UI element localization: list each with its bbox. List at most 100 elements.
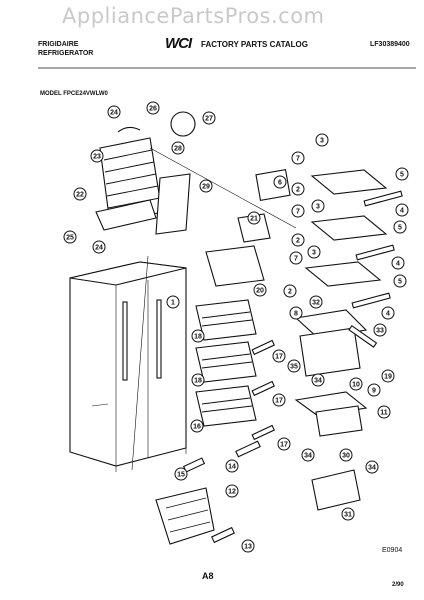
callout-c22: 22 <box>73 187 87 201</box>
callout-c17a: 17 <box>272 349 286 363</box>
brand-block: FRIGIDAIRE REFRIGERATOR <box>38 40 93 58</box>
svg-text:14: 14 <box>228 464 236 471</box>
svg-text:3: 3 <box>316 204 320 211</box>
freezer-baskets <box>155 213 275 545</box>
callout-c29: 29 <box>199 179 213 193</box>
callout-c3c: 3 <box>307 245 321 259</box>
figure-code: E0904 <box>382 547 403 554</box>
svg-text:3: 3 <box>320 138 324 145</box>
callout-c35: 35 <box>287 359 301 373</box>
svg-text:17: 17 <box>275 398 283 405</box>
callout-c16: 16 <box>190 419 204 433</box>
callout-c28: 28 <box>171 141 185 155</box>
callout-c15: 15 <box>174 467 188 481</box>
svg-text:30: 30 <box>342 453 350 460</box>
svg-text:3: 3 <box>312 250 316 257</box>
svg-text:9: 9 <box>372 388 376 395</box>
callout-c2c: 2 <box>283 284 297 298</box>
svg-text:22: 22 <box>76 192 84 199</box>
callout-c3b: 3 <box>311 199 325 213</box>
svg-text:8: 8 <box>294 311 298 318</box>
svg-text:26: 26 <box>149 106 157 113</box>
svg-text:4: 4 <box>386 311 390 318</box>
door-rack-assembly <box>95 111 297 471</box>
svg-text:13: 13 <box>244 544 252 551</box>
date-code: 2/90 <box>392 582 404 588</box>
callout-c25: 25 <box>63 230 77 244</box>
svg-text:5: 5 <box>398 225 402 232</box>
svg-text:2: 2 <box>288 289 292 296</box>
callout-c23: 23 <box>90 149 104 163</box>
callout-c7c: 7 <box>289 251 303 265</box>
svg-text:11: 11 <box>380 410 388 417</box>
refrigerator-cabinet <box>69 261 187 472</box>
svg-text:35: 35 <box>290 364 298 371</box>
svg-text:33: 33 <box>376 328 384 335</box>
callout-c34c: 34 <box>365 460 379 474</box>
svg-text:2: 2 <box>296 187 300 194</box>
svg-text:27: 27 <box>205 116 213 123</box>
callout-c10: 10 <box>349 377 363 391</box>
callout-c11: 11 <box>377 405 391 419</box>
brand-line-1: FRIGIDAIRE <box>38 41 79 48</box>
shelves <box>255 168 403 309</box>
svg-text:32: 32 <box>312 300 320 307</box>
catalog-title: FACTORY PARTS CATALOG <box>201 40 308 49</box>
svg-text:5: 5 <box>398 279 402 286</box>
callout-c4a: 4 <box>395 203 409 217</box>
page-code: A8 <box>202 571 214 581</box>
svg-text:1: 1 <box>171 300 175 307</box>
callout-c34a: 34 <box>311 373 325 387</box>
callout-c17b: 17 <box>272 393 286 407</box>
callout-c5b: 5 <box>393 220 407 234</box>
svg-text:4: 4 <box>396 261 400 268</box>
callout-c12: 12 <box>225 484 239 498</box>
callout-c19: 19 <box>381 369 395 383</box>
svg-text:19: 19 <box>384 374 392 381</box>
callout-c18b: 18 <box>191 373 205 387</box>
callout-c14: 14 <box>225 459 239 473</box>
svg-text:21: 21 <box>250 216 258 223</box>
svg-text:23: 23 <box>93 154 101 161</box>
svg-text:12: 12 <box>228 489 236 496</box>
callout-c5c: 5 <box>393 274 407 288</box>
callout-c13: 13 <box>241 539 255 553</box>
callout-c18a: 18 <box>191 329 205 343</box>
svg-text:20: 20 <box>256 288 264 295</box>
svg-text:29: 29 <box>202 184 210 191</box>
callout-c2b: 2 <box>291 233 305 247</box>
svg-text:34: 34 <box>304 453 312 460</box>
svg-text:15: 15 <box>177 472 185 479</box>
callout-c17c: 17 <box>277 437 291 451</box>
callout-c7a: 7 <box>291 151 305 165</box>
callout-c5a: 5 <box>395 167 409 181</box>
svg-text:24: 24 <box>95 245 103 252</box>
callout-c6: 6 <box>273 175 287 189</box>
callout-c26: 26 <box>146 101 160 115</box>
callout-c9: 9 <box>367 383 381 397</box>
svg-text:6: 6 <box>278 180 282 187</box>
svg-text:7: 7 <box>294 256 298 263</box>
svg-text:7: 7 <box>296 209 300 216</box>
svg-text:2: 2 <box>296 238 300 245</box>
callout-c24b: 24 <box>92 240 106 254</box>
callout-c8: 8 <box>289 306 303 320</box>
svg-text:17: 17 <box>275 354 283 361</box>
watermark: AppliancePartsPros.com <box>62 4 325 28</box>
callout-c4b: 4 <box>391 256 405 270</box>
callout-c34b: 34 <box>301 448 315 462</box>
callout-c27: 27 <box>202 111 216 125</box>
svg-text:18: 18 <box>194 378 202 385</box>
svg-text:7: 7 <box>296 156 300 163</box>
model-label: MODEL FPCE24VWLW0 <box>40 91 108 97</box>
svg-text:34: 34 <box>314 378 322 385</box>
svg-text:28: 28 <box>174 146 182 153</box>
catalog-part-number: LF30389400 <box>370 41 410 48</box>
svg-text:10: 10 <box>352 382 360 389</box>
callout-c3a: 3 <box>315 133 329 147</box>
crisper-drawers <box>294 309 378 511</box>
svg-text:34: 34 <box>368 465 376 472</box>
callout-c32: 32 <box>309 295 323 309</box>
svg-text:31: 31 <box>344 512 352 519</box>
callout-c20: 20 <box>253 283 267 297</box>
